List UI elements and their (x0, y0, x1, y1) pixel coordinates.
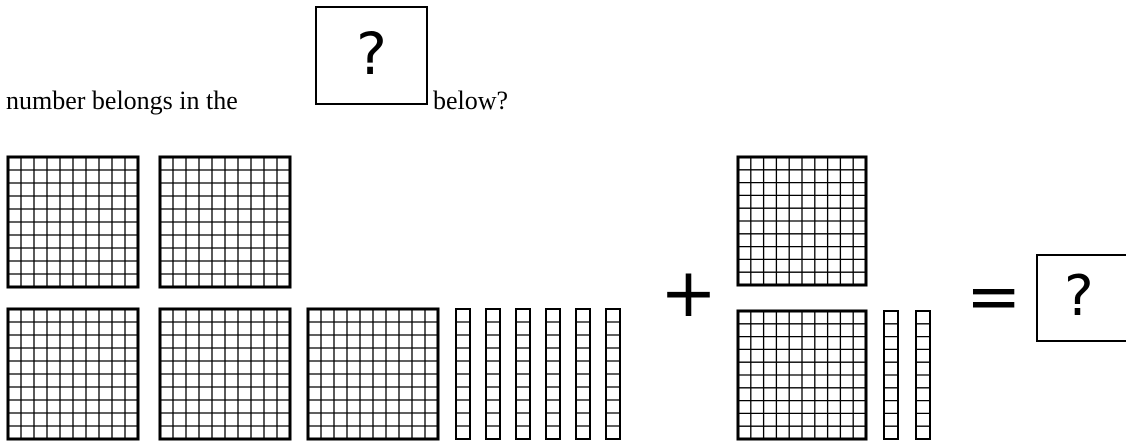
hundreds-flat (160, 309, 290, 439)
hundreds-flat (738, 311, 866, 439)
tens-rod (516, 309, 530, 439)
tens-rod (456, 309, 470, 439)
tens-rod (606, 309, 620, 439)
hundreds-flat (160, 157, 290, 287)
tens-rod (546, 309, 560, 439)
equals-sign: = (966, 264, 1021, 330)
hundreds-flat (8, 157, 138, 287)
answer-box: ? (1036, 254, 1126, 342)
tens-rod (576, 309, 590, 439)
hundreds-flat (738, 157, 866, 285)
tens-rod (486, 309, 500, 439)
plus-sign: + (660, 260, 717, 328)
hundreds-flat (8, 309, 138, 439)
tens-rod (884, 311, 898, 439)
hundreds-flat (308, 309, 438, 439)
tens-rod (916, 311, 930, 439)
